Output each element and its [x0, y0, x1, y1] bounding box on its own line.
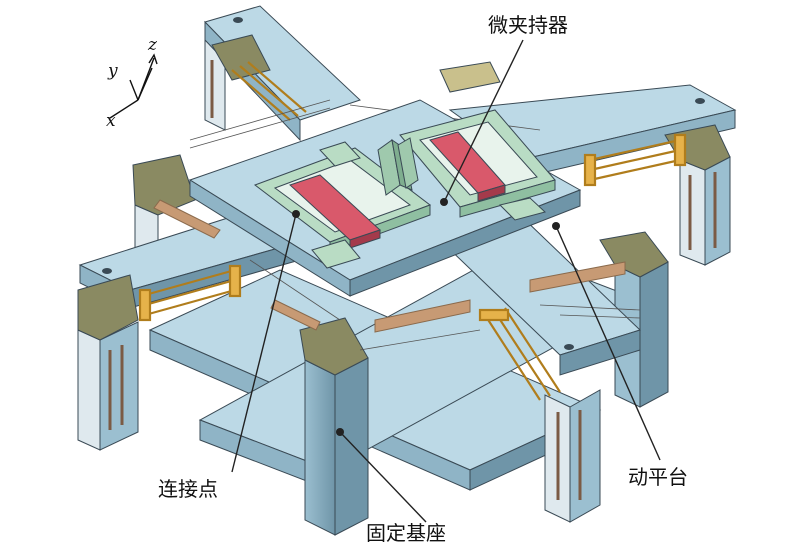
moving-platform-label: 动平台 [628, 465, 688, 489]
coordinate-axes [109, 53, 158, 119]
micro-gripper-label: 微夹持器 [488, 13, 568, 37]
connection-point-label: 连接点 [158, 477, 218, 501]
mount-holes [102, 17, 705, 350]
flexure-springs [138, 61, 687, 401]
leader-markers [292, 198, 560, 436]
actuator-rods [153, 199, 626, 333]
x-axis-label: x [106, 111, 116, 131]
micro-gripper [253, 109, 556, 269]
z-axis-label: z [147, 35, 158, 55]
y-axis-line [129, 79, 139, 101]
fixed-base-label: 固定基座 [366, 521, 446, 545]
leader-lines [231, 39, 661, 523]
leg-rods [108, 60, 717, 500]
y-axis-label: y [107, 61, 118, 81]
